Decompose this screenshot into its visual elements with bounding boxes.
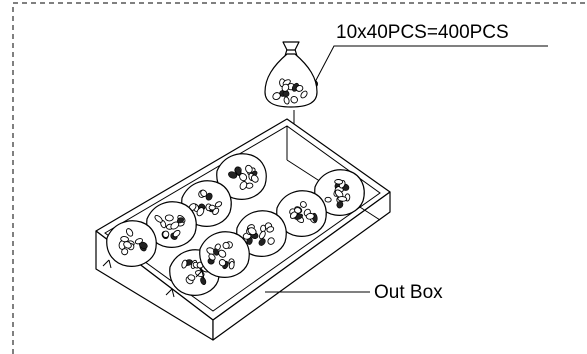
quantity-label: 10x40PCS=400PCS <box>336 22 509 43</box>
bag-in-box <box>102 220 157 269</box>
bag-in-box <box>212 153 267 202</box>
single-bag <box>264 41 318 108</box>
bag-in-box <box>142 201 197 250</box>
bag-group <box>102 153 365 298</box>
quantity-leader-line <box>313 45 548 85</box>
bag-in-box <box>195 231 250 280</box>
dashed-frame <box>12 2 587 354</box>
bag-in-box <box>310 169 365 218</box>
bag-in-box <box>232 210 287 259</box>
bag-in-box <box>272 190 327 239</box>
box-label: Out Box <box>374 282 443 303</box>
